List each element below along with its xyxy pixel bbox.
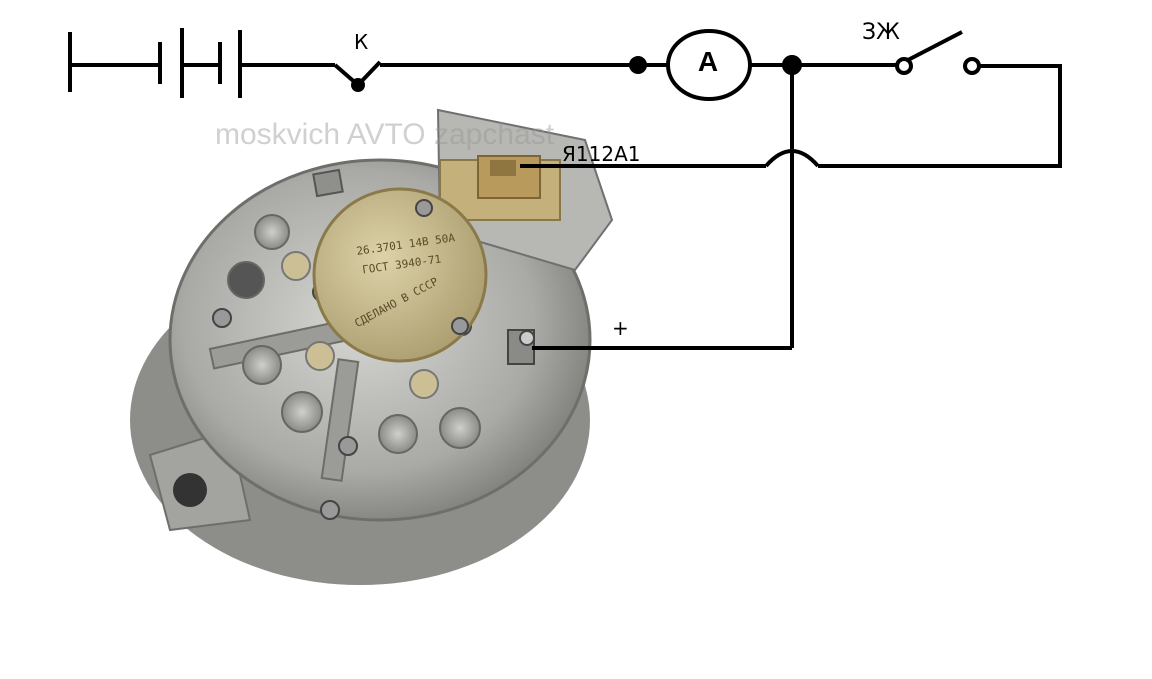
regulator-label: Я112А1 <box>562 142 641 166</box>
watermark: moskvich AVTO zapchast <box>215 118 555 151</box>
ignition-switch-icon <box>895 30 981 75</box>
nameplate-screw <box>415 199 433 217</box>
diode-seat <box>281 251 311 281</box>
switch-k-icon <box>333 60 382 92</box>
vent-hole <box>242 345 282 385</box>
diode-seat <box>305 341 335 371</box>
ammeter-terminal-left <box>629 56 647 74</box>
ignition-contact-left <box>895 57 913 75</box>
rib-bottom <box>320 358 360 482</box>
plus-terminal-nut <box>519 330 535 346</box>
diode-seat <box>409 369 439 399</box>
switch-k-pivot <box>351 78 365 92</box>
ammeter-label: A <box>697 46 719 77</box>
regulator-plug-slot <box>490 160 516 176</box>
nameplate <box>312 187 488 363</box>
plus-terminal-label: + <box>612 316 629 340</box>
regulator-plug <box>477 155 541 199</box>
screw <box>212 308 232 328</box>
ignition-contact-right <box>963 57 981 75</box>
battery-icon <box>68 28 242 98</box>
alternator-icon <box>130 108 614 585</box>
ignition-switch-label: ЗЖ <box>862 20 900 45</box>
vent-hole <box>254 214 290 250</box>
vent-hole <box>439 407 481 449</box>
mounting-hole <box>173 473 207 507</box>
ignition-switch-arm <box>907 30 963 62</box>
vent-hole <box>227 261 265 299</box>
vent-hole <box>281 391 323 433</box>
switch-k-label: К <box>354 30 369 54</box>
screw <box>320 500 340 520</box>
nameplate-screw <box>451 317 469 335</box>
wiring <box>68 28 1062 350</box>
ammeter-icon <box>645 29 786 101</box>
housing-lug <box>312 168 344 198</box>
vent-hole <box>378 414 418 454</box>
screw <box>338 436 358 456</box>
